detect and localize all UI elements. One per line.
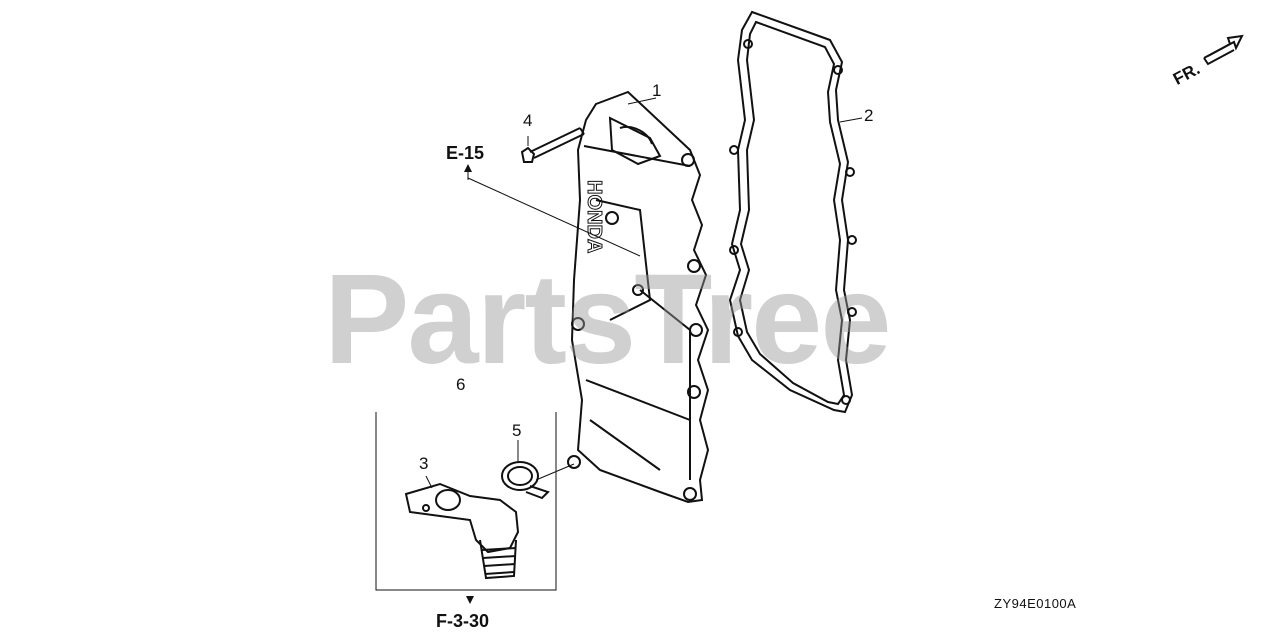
callout-1: 1 (652, 81, 662, 100)
callout-4: 4 (523, 111, 533, 130)
bolt-part-4 (520, 127, 585, 163)
cover-brand-emboss: HONDA (583, 180, 605, 253)
clamp-part-5 (501, 461, 550, 500)
leader-lines (425, 97, 863, 489)
e15-arrow-icon (464, 164, 472, 172)
gasket-part-2 (728, 10, 857, 414)
reference-f330: F-3-30 (436, 611, 490, 631)
head-cover-part-1 (567, 90, 710, 504)
callout-3: 3 (419, 454, 429, 473)
callout-6: 6 (456, 375, 466, 394)
callout-5: 5 (512, 421, 522, 440)
front-direction-arrow-icon (1203, 34, 1244, 66)
reference-e15: E-15 (446, 143, 485, 163)
drawing-code: ZY94E0100A (994, 596, 1077, 611)
f330-bracket (375, 412, 557, 591)
callout-2: 2 (864, 106, 874, 125)
f330-arrow-icon (466, 596, 474, 604)
watermark-text: PartsTree (324, 248, 891, 391)
breather-tube-part-3 (404, 482, 520, 580)
